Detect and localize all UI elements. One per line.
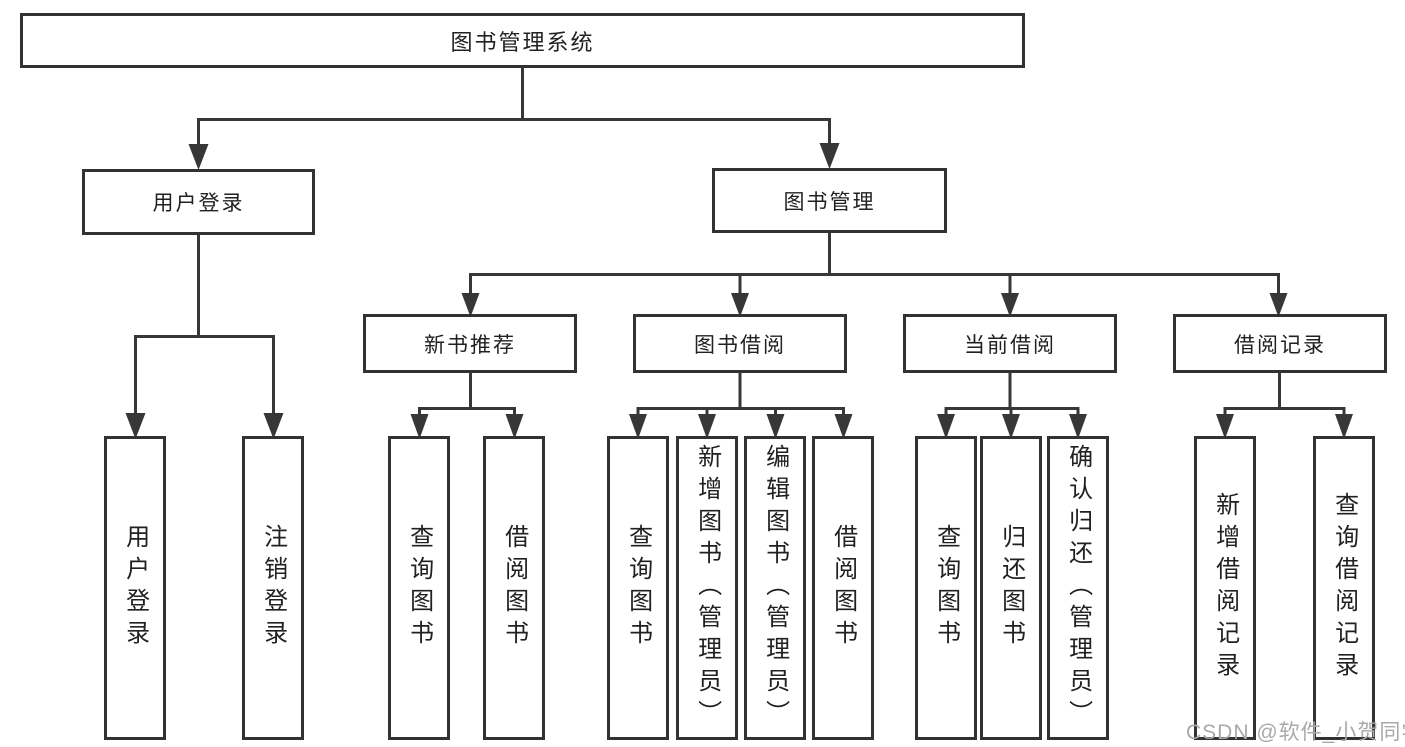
node-label: 编辑图书（管理员） — [761, 444, 789, 732]
arrowheads — [125, 143, 1353, 439]
node-label: 图书借阅 — [694, 333, 786, 357]
node-label: 新增借阅记录 — [1211, 492, 1239, 684]
connector-current-borrowing — [944, 373, 1080, 416]
connector-user-login — [134, 235, 275, 416]
node-label: 注销登录 — [259, 524, 287, 652]
leaf-user-login: 用户登录 — [104, 436, 166, 740]
node-library-management-system: 图书管理系统 — [20, 13, 1025, 68]
node-label: 查询借阅记录 — [1330, 492, 1358, 684]
node-label: 确认归还（管理员） — [1064, 444, 1092, 732]
node-label: 借阅图书 — [500, 524, 528, 652]
leaf-confirm-return-admin: 确认归还（管理员） — [1047, 436, 1109, 740]
node-label: 借阅记录 — [1234, 333, 1326, 357]
node-label: 新增图书（管理员） — [693, 444, 721, 732]
node-new-book-recommendation: 新书推荐 — [363, 314, 577, 373]
leaf-query-books-borrowing: 查询图书 — [607, 436, 669, 740]
leaf-borrow-books-borrowing: 借阅图书 — [812, 436, 874, 740]
node-label: 归还图书 — [997, 524, 1025, 652]
node-borrowing-records: 借阅记录 — [1173, 314, 1387, 373]
node-label: 图书管理 — [783, 190, 876, 214]
connector-borrowing-records — [1223, 373, 1346, 416]
leaf-add-book-admin: 新增图书（管理员） — [676, 436, 738, 740]
node-label: 查询图书 — [405, 524, 433, 652]
csdn-watermark: CSDN @软件_小贺同学 — [1186, 721, 1405, 744]
node-label: 用户登录 — [152, 192, 245, 215]
connector-new-book-recommendation — [418, 373, 516, 416]
connector-root — [197, 68, 831, 146]
leaf-logout: 注销登录 — [242, 436, 304, 740]
leaf-edit-book-admin: 编辑图书（管理员） — [744, 436, 806, 740]
leaf-return-books: 归还图书 — [980, 436, 1042, 740]
node-current-borrowing: 当前借阅 — [903, 314, 1117, 373]
node-book-management: 图书管理 — [712, 168, 947, 233]
node-book-borrowing: 图书借阅 — [633, 314, 847, 373]
node-label: 当前借阅 — [964, 333, 1056, 357]
node-label: 用户登录 — [121, 524, 149, 652]
connector-book-borrowing — [636, 373, 845, 416]
connector-book-management — [469, 233, 1280, 295]
node-label: 查询图书 — [624, 524, 652, 652]
node-label: 新书推荐 — [424, 333, 516, 357]
node-label: 借阅图书 — [829, 524, 857, 652]
leaf-add-borrow-record: 新增借阅记录 — [1194, 436, 1256, 740]
leaf-query-books-recommend: 查询图书 — [388, 436, 450, 740]
leaf-borrow-books-recommend: 借阅图书 — [483, 436, 545, 740]
leaf-query-books-current: 查询图书 — [915, 436, 977, 740]
node-user-login: 用户登录 — [82, 169, 315, 235]
node-label: 图书管理系统 — [450, 29, 595, 55]
leaf-query-borrow-record: 查询借阅记录 — [1313, 436, 1375, 740]
node-label: 查询图书 — [932, 524, 960, 652]
